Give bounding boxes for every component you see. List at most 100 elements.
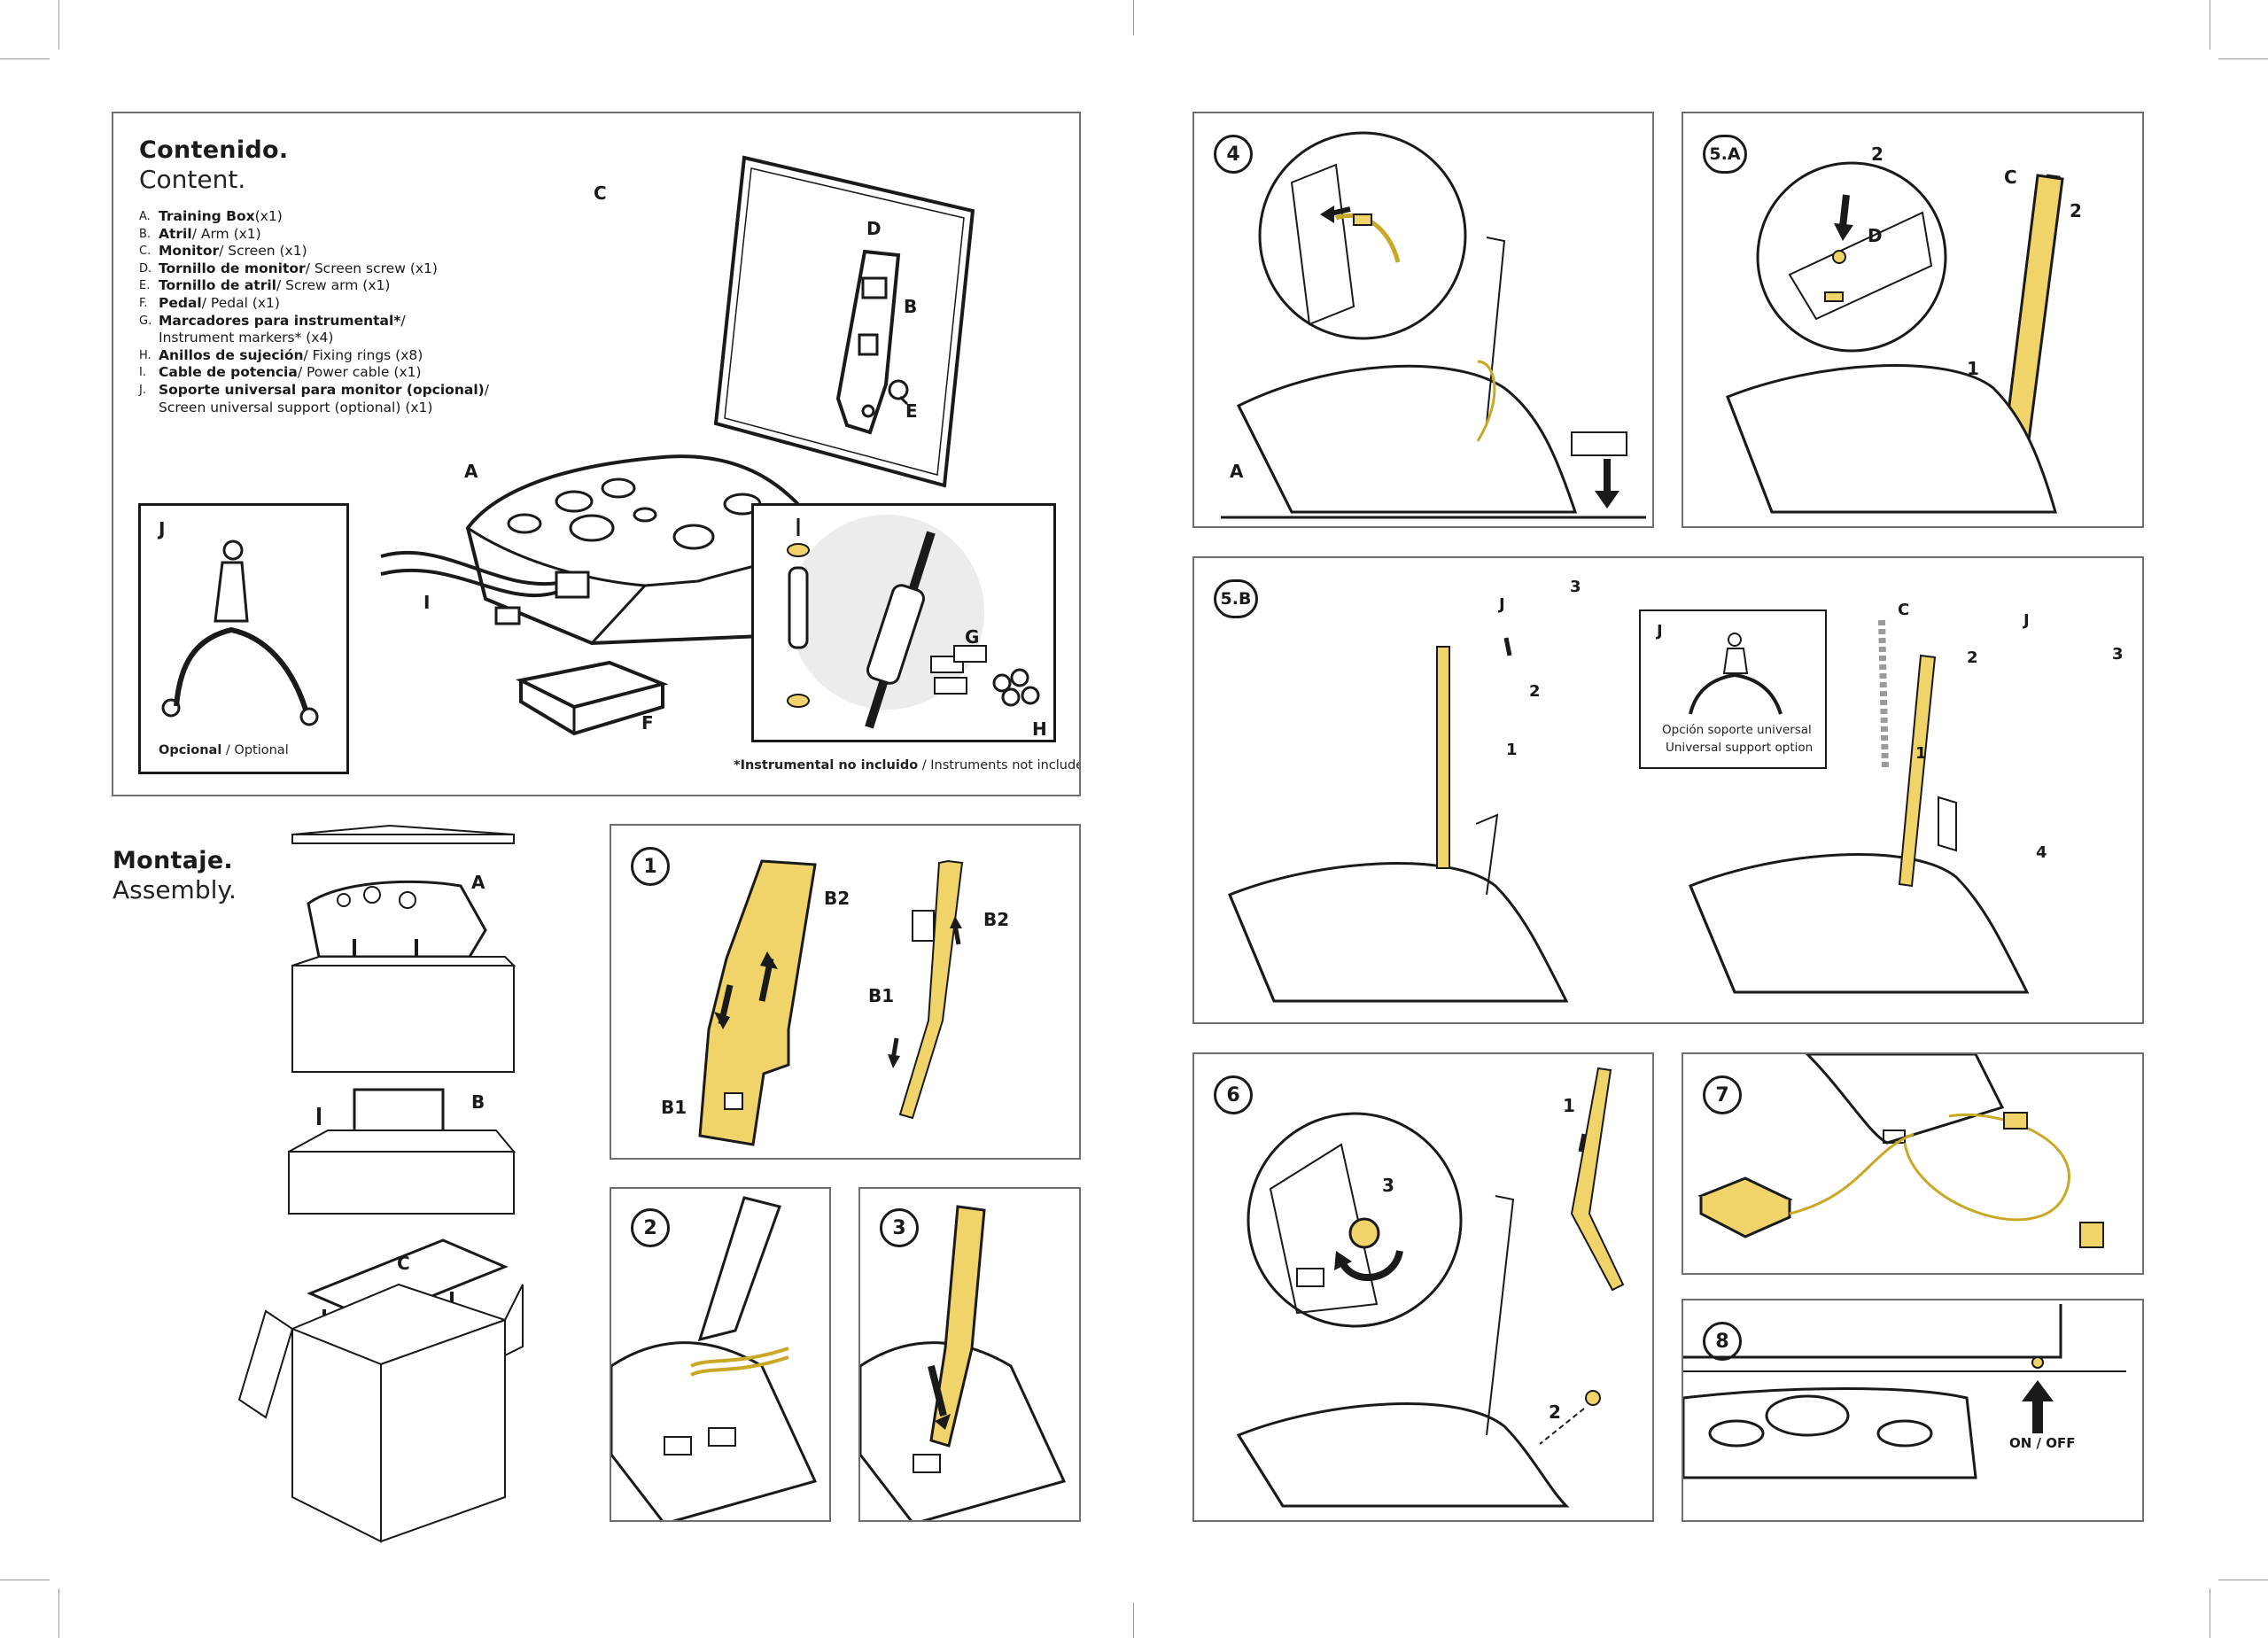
- label-d: D: [866, 218, 882, 239]
- step-5a-badge: 5.A: [1703, 135, 1747, 174]
- label-5b-n1b: 1: [1915, 744, 1927, 763]
- list-item: C.Monitor / Screen (x1): [139, 243, 307, 260]
- label-5b-n2b: 2: [1967, 648, 1978, 667]
- step-2-badge: 2: [631, 1208, 670, 1247]
- step-1-badge: 1: [631, 847, 670, 886]
- step-6-yellow-arm: [1570, 1067, 1625, 1292]
- list-item: A.Training Box (x1): [139, 208, 283, 224]
- step-7-panel: 7: [1682, 1052, 2144, 1275]
- support-option-es: Opción soporte universal: [1662, 723, 1812, 737]
- assembly-label-b: B: [471, 1091, 485, 1113]
- assembly-label-c: C: [397, 1253, 410, 1274]
- step-2-illustration: [611, 1196, 818, 1520]
- step-6-machine: [1236, 1195, 1601, 1508]
- list-item: H.Anillos de sujeción / Fixing rings (x8…: [139, 346, 423, 363]
- step-3-illustration: [860, 1205, 1067, 1520]
- label-g: G: [965, 626, 980, 648]
- list-item: Instrument markers* (x4): [159, 330, 334, 346]
- pedal-illustration: [515, 660, 669, 736]
- optional-support-box: J Opcional / Optional: [138, 503, 349, 774]
- label-j: J: [159, 518, 166, 540]
- label-b2-outline: B2: [983, 909, 1010, 930]
- step-1-panel: 1 B2 B1 B2 B1: [610, 824, 1081, 1160]
- label-5b-j2: J: [1657, 622, 1663, 640]
- arm-illustration: [835, 249, 901, 435]
- step-5a-machine: [1726, 174, 2064, 514]
- step-3-panel: 3: [858, 1187, 1081, 1522]
- crop-mark: [58, 0, 59, 50]
- crop-mark: [2218, 58, 2268, 59]
- instruments-note: *Instrumental no incluido / Instruments …: [734, 758, 1081, 772]
- assembly-subtitle: Assembly.: [113, 875, 237, 904]
- label-5b-n1: 1: [1506, 741, 1518, 759]
- crop-mark: [0, 58, 50, 59]
- list-item: E.Tornillo de atril / Screw arm (x1): [139, 277, 391, 294]
- arm-parts-yellow: [698, 859, 817, 1146]
- support-option-en: Universal support option: [1666, 741, 1814, 755]
- on-off-label: ON / OFF: [2009, 1435, 2076, 1451]
- step-3-badge: 3: [880, 1208, 919, 1247]
- markers-group-icon: [930, 645, 1040, 707]
- label-5a-n1: 1: [1967, 358, 1979, 379]
- power-cable-illustration: [380, 550, 590, 625]
- universal-support-option-box: J Opción soporte universal Universal sup…: [1639, 609, 1827, 769]
- label-6-n1: 1: [1563, 1095, 1575, 1116]
- label-6-n3: 3: [1382, 1175, 1394, 1196]
- step-5b-left-machine: [1228, 637, 1569, 1003]
- label-5b-n2: 2: [1529, 682, 1541, 701]
- list-item: F.Pedal / Pedal (x1): [139, 294, 280, 311]
- step-8-panel: 8 ON / OFF: [1682, 1299, 2144, 1522]
- contents-subtitle: Content.: [139, 165, 246, 194]
- step-5b-badge: 5.B: [1214, 579, 1258, 618]
- label-e: E: [905, 400, 918, 422]
- label-h: H: [1032, 718, 1047, 740]
- list-item: G.Marcadores para instrumental* /: [139, 312, 406, 329]
- label-c: C: [594, 182, 607, 204]
- step-8-badge: 8: [1703, 1322, 1742, 1361]
- label-5b-j3: J: [2023, 611, 2030, 630]
- label-i: I: [423, 592, 431, 613]
- contents-title: Contenido.: [139, 136, 289, 164]
- step-5a-detail-circle: [1756, 161, 1947, 353]
- label-6-n2: 2: [1549, 1401, 1561, 1423]
- label-5a-n2b: 2: [2070, 200, 2082, 221]
- list-item: J.Soporte universal para monitor (opcion…: [139, 381, 489, 398]
- list-item: B.Atril / Arm (x1): [139, 225, 261, 242]
- contents-panel: Contenido. Content. A.Training Box (x1) …: [112, 112, 1081, 796]
- step-7-illustration: [1697, 1054, 2104, 1248]
- assembly-title: Montaje.: [113, 847, 233, 874]
- optional-note: Opcional / Optional: [159, 743, 289, 757]
- step-5a-panel: 5.A 2 D C 2 1: [1682, 112, 2144, 528]
- fixing-ring-icon: [787, 518, 810, 708]
- step-4-badge: 4: [1214, 135, 1253, 174]
- step-6-badge: 6: [1214, 1075, 1253, 1114]
- crop-mark: [1133, 1603, 1134, 1638]
- crop-mark: [58, 1588, 59, 1638]
- step-5b-panel: 5.B J 3 2 1 J Opción soporte universal U…: [1192, 556, 2144, 1024]
- instrument-marker-icon: [865, 531, 936, 729]
- universal-support-mini-icon: [1689, 633, 1783, 715]
- step-7-badge: 7: [1703, 1075, 1742, 1114]
- list-item: Screen universal support (optional) (x1): [159, 399, 433, 415]
- screw-e-illustration: [888, 379, 909, 406]
- label-5a-d: D: [1868, 225, 1883, 246]
- label-5b-n3b: 3: [2112, 645, 2124, 664]
- list-item: I.Cable de potencia / Power cable (x1): [139, 364, 422, 381]
- label-a-step4: A: [1230, 461, 1244, 482]
- step-6-detail-circle: [1247, 1112, 1463, 1328]
- label-b1-outline: B1: [868, 985, 895, 1006]
- label-5a-n2: 2: [1871, 144, 1884, 165]
- label-b: B: [904, 296, 918, 317]
- label-b1: B1: [661, 1097, 687, 1118]
- monitor-illustration: [713, 155, 975, 488]
- step-4-detail-circle: [1258, 131, 1467, 340]
- step-5b-right-machine: [1689, 619, 2030, 994]
- packaging-exploded-view: [237, 824, 524, 1543]
- step-6-panel: 6 3 1 2: [1192, 1052, 1654, 1522]
- label-a: A: [464, 461, 478, 482]
- assembly-label-a: A: [471, 872, 485, 893]
- label-5b-c: C: [1898, 601, 1910, 619]
- universal-support-icon: [161, 540, 319, 726]
- label-5b-n4: 4: [2036, 843, 2047, 862]
- label-5b-j1: J: [1499, 595, 1505, 614]
